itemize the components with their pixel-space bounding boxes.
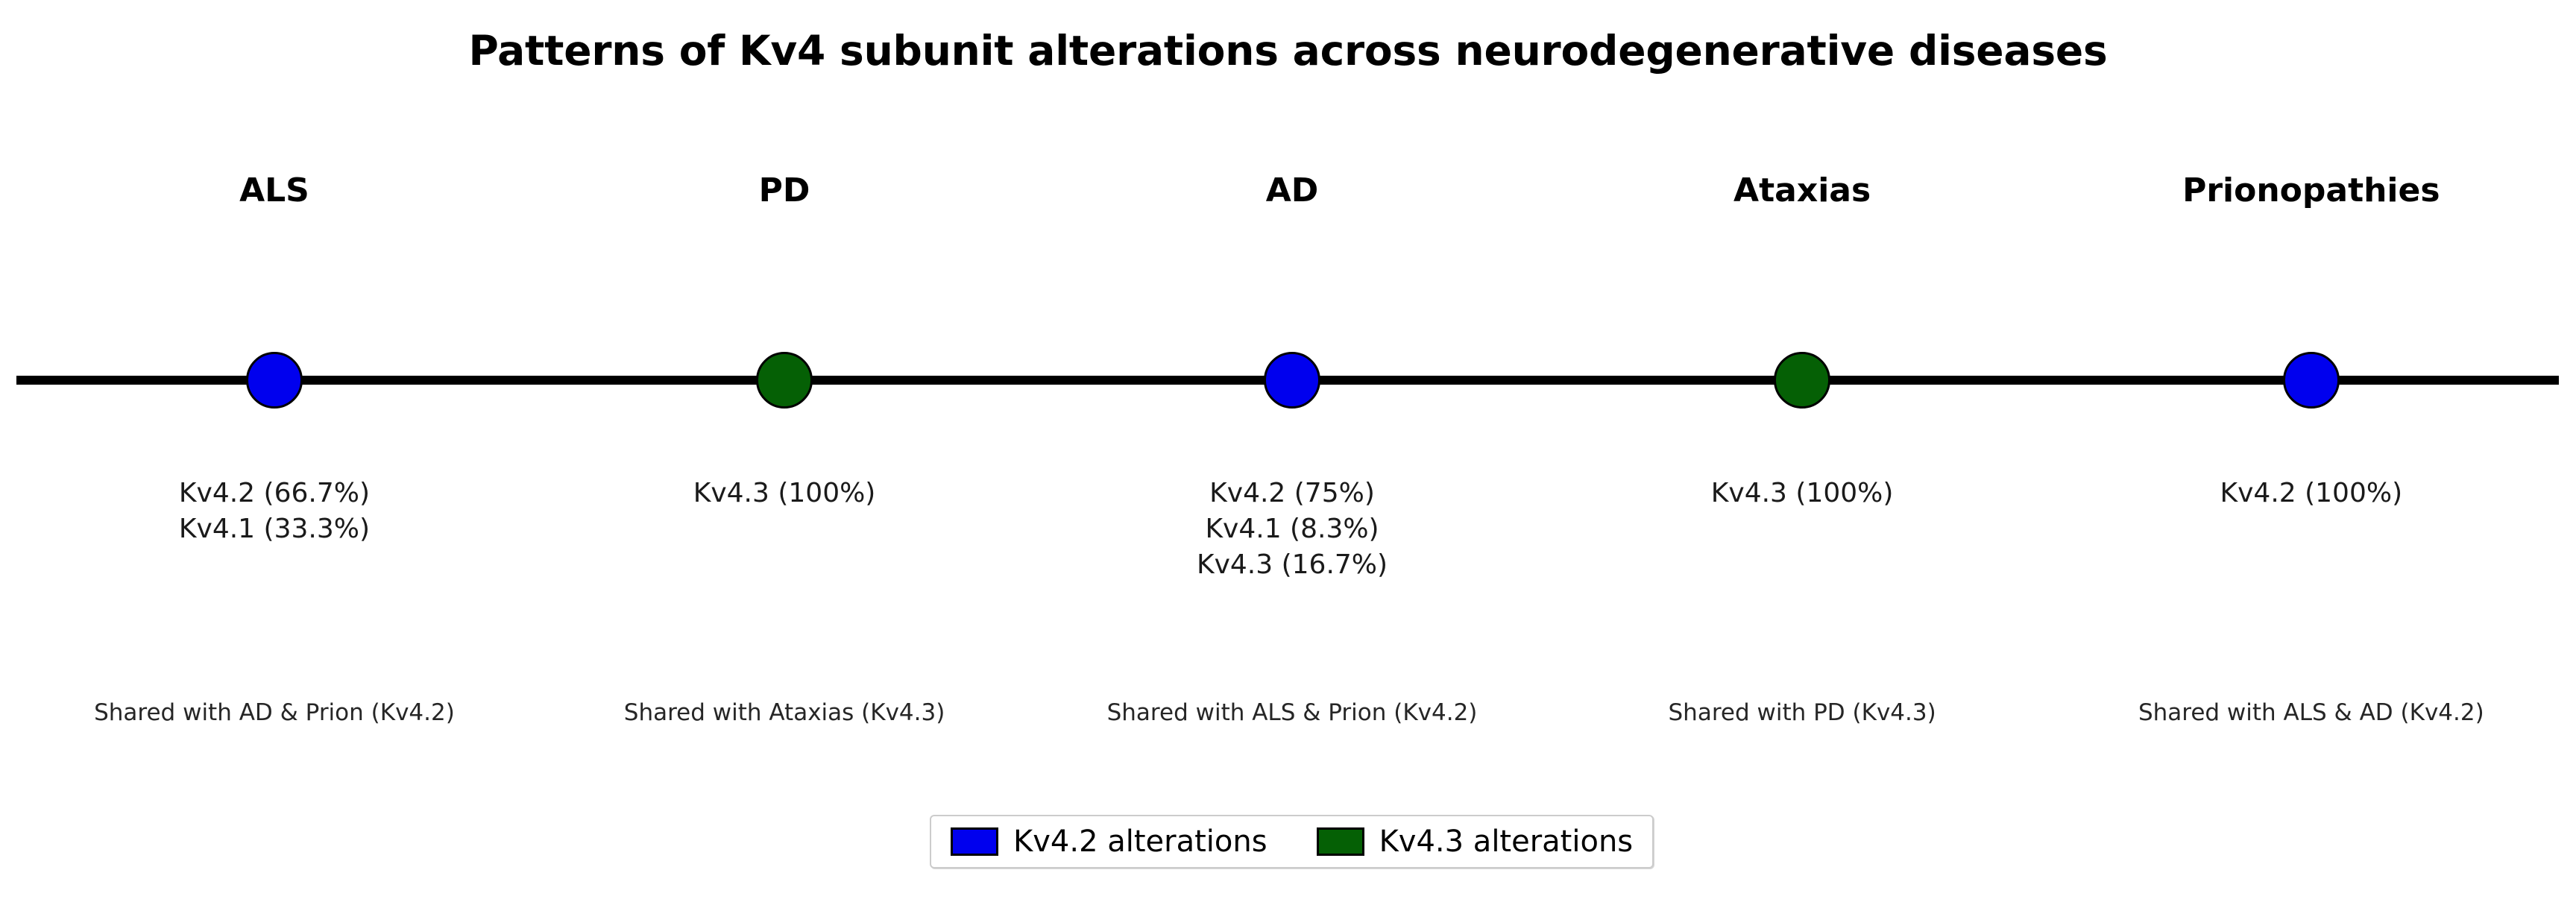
timeline-node-ad: AD Kv4.2 (75%) Kv4.1 (8.3%) Kv4.3 (16.7%) Sh… — [1009, 0, 1575, 905]
node-shared-note: Shared with Ataxias (Kv4.3) — [623, 699, 945, 726]
node-marker-kv4-2[interactable] — [245, 352, 303, 409]
subunit-line: Kv4.1 (8.3%) — [1205, 513, 1379, 544]
node-label: ALS — [239, 171, 309, 209]
node-marker-kv4-2[interactable] — [2282, 352, 2340, 409]
subunit-line: Kv4.2 (100%) — [2220, 478, 2403, 508]
node-subunit-percentages: Kv4.3 (100%) — [501, 476, 1068, 511]
node-label: PD — [758, 171, 810, 209]
timeline-node-pd: PD Kv4.3 (100%) Shared with Ataxias (Kv4.3… — [501, 0, 1068, 905]
node-shared-note: Shared with ALS & AD (Kv4.2) — [2138, 699, 2484, 726]
legend-entry-kv42[interactable]: Kv4.2 alterations — [951, 827, 1267, 857]
subunit-line: Kv4.3 (16.7%) — [1196, 549, 1388, 580]
node-label: Prionopathies — [2182, 171, 2440, 209]
node-label: AD — [1265, 171, 1319, 209]
legend-label: Kv4.2 alterations — [1013, 824, 1267, 859]
subunit-line: Kv4.3 (100%) — [693, 478, 876, 508]
node-subunit-percentages: Kv4.2 (75%) Kv4.1 (8.3%) Kv4.3 (16.7%) — [1009, 476, 1575, 583]
node-subunit-percentages: Kv4.2 (66.7%) Kv4.1 (33.3%) — [0, 476, 558, 547]
node-subunit-percentages: Kv4.3 (100%) — [1519, 476, 2085, 511]
node-marker-kv4-3[interactable] — [1774, 352, 1831, 409]
chart-legend: Kv4.2 alterations Kv4.3 alterations — [930, 815, 1654, 868]
node-marker-kv4-2[interactable] — [1264, 352, 1321, 409]
node-shared-note: Shared with ALS & Prion (Kv4.2) — [1106, 699, 1478, 726]
subunit-line: Kv4.2 (66.7%) — [178, 478, 370, 508]
legend-label: Kv4.3 alterations — [1379, 824, 1634, 859]
legend-swatch-icon — [951, 827, 998, 856]
chart-title: Patterns of Kv4 subunit alterations acro… — [468, 27, 2108, 75]
subunit-line: Kv4.3 (100%) — [1710, 478, 1894, 508]
timeline-node-als: ALS Kv4.2 (66.7%) Kv4.1 (33.3%) Shared with… — [0, 0, 558, 905]
legend-swatch-icon — [1316, 827, 1364, 856]
node-subunit-percentages: Kv4.2 (100%) — [2028, 476, 2576, 511]
subunit-line: Kv4.1 (33.3%) — [178, 513, 370, 544]
node-shared-note: Shared with PD (Kv4.3) — [1668, 699, 1936, 726]
node-shared-note: Shared with AD & Prion (Kv4.2) — [94, 699, 455, 726]
legend-entry-kv43[interactable]: Kv4.3 alterations — [1316, 824, 1634, 859]
node-label: Ataxias — [1733, 171, 1871, 209]
node-marker-kv4-3[interactable] — [756, 352, 813, 409]
subunit-line: Kv4.2 (75%) — [1209, 478, 1375, 508]
